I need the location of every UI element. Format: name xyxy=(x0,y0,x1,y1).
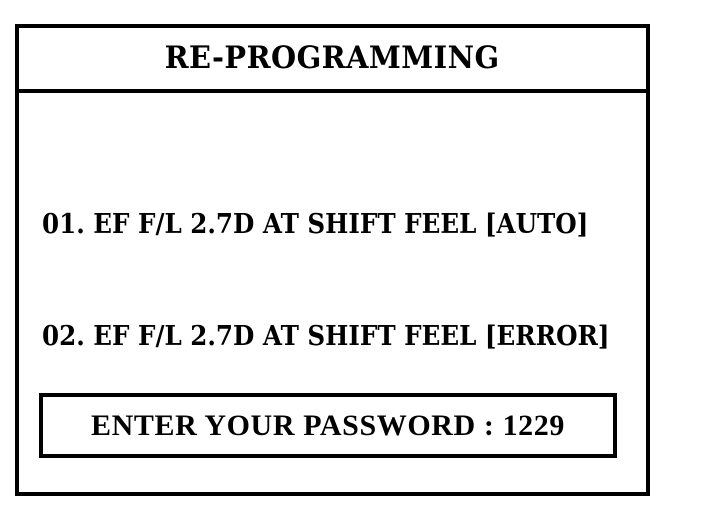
dialog-title-bar: RE-PROGRAMMING xyxy=(19,28,646,93)
list-item[interactable]: 02. EF F/L 2.7D AT SHIFT FEEL [ERROR] xyxy=(42,321,610,352)
page-title: RE-PROGRAMMING xyxy=(165,40,500,76)
password-input-field[interactable]: ENTER YOUR PASSWORD : 1229 xyxy=(39,393,617,458)
reprogramming-dialog: RE-PROGRAMMING 01. EF F/L 2.7D AT SHIFT … xyxy=(15,24,650,496)
list-item[interactable]: 01. EF F/L 2.7D AT SHIFT FEEL [AUTO] xyxy=(42,209,589,240)
password-prompt-label: ENTER YOUR PASSWORD : 1229 xyxy=(91,408,565,442)
dialog-body: 01. EF F/L 2.7D AT SHIFT FEEL [AUTO] 02.… xyxy=(19,93,646,492)
